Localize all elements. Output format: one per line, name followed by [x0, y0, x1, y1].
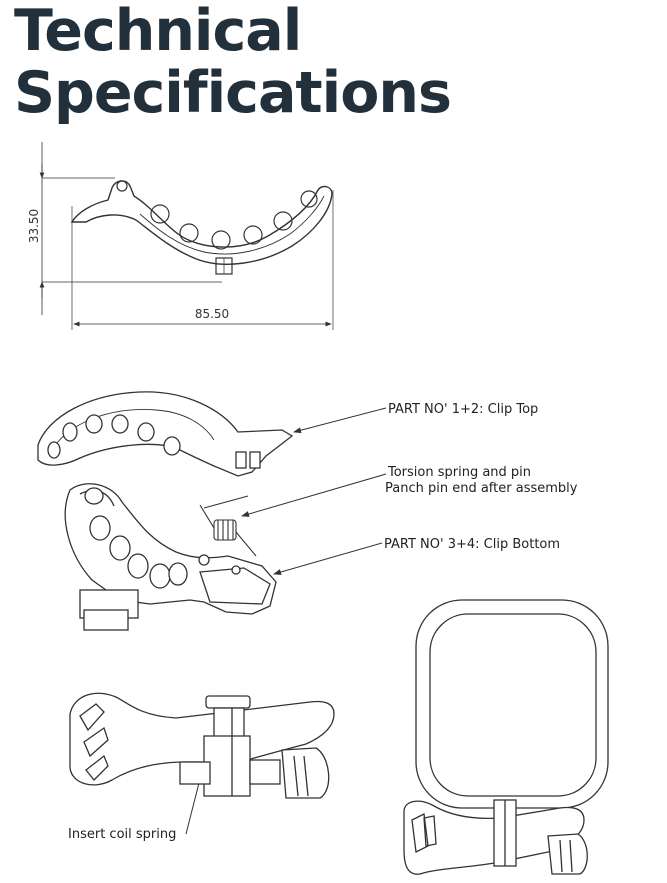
side-assembled-view	[69, 692, 335, 799]
callout-clip-top: PART NO' 1+2: Clip Top	[388, 402, 538, 417]
ring-assembly-view	[403, 599, 609, 875]
page-title: Technical Specifications	[14, 0, 452, 126]
callout-spring-line-1: Torsion spring and pin	[387, 465, 531, 480]
title-line-1: Technical	[14, 0, 302, 64]
callout-spring-line-2: Panch pin end after assembly	[385, 481, 578, 496]
exploded-clip-top	[37, 391, 294, 477]
dimensioned-profile-view	[39, 142, 334, 330]
height-dimension-label: 33.50	[27, 209, 41, 243]
exploded-spring-and-pin	[199, 495, 257, 557]
width-dimension-label: 85.50	[195, 307, 229, 321]
callout-coil-spring: Insert coil spring	[68, 827, 176, 842]
exploded-clip-bottom	[64, 483, 277, 631]
callout-clip-bottom: PART NO' 3+4: Clip Bottom	[384, 537, 560, 552]
title-line-2: Specifications	[14, 60, 452, 126]
